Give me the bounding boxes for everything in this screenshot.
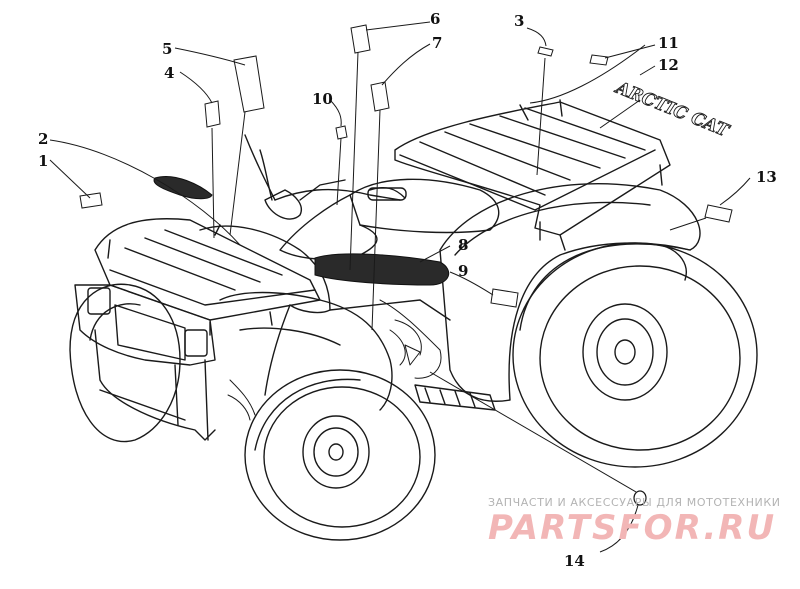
callout-5: 5 xyxy=(162,40,172,58)
callout-8: 8 xyxy=(458,236,468,254)
front-wheel xyxy=(244,369,436,541)
callout-2: 2 xyxy=(38,130,48,148)
callout-11: 11 xyxy=(658,34,679,52)
decal-1 xyxy=(79,192,103,209)
decal-2 xyxy=(153,176,213,200)
callout-6: 6 xyxy=(430,10,440,28)
callout-7: 7 xyxy=(432,34,442,52)
decal-5 xyxy=(233,55,265,113)
decal-14 xyxy=(633,490,647,506)
engine-area xyxy=(227,299,442,421)
decal-13 xyxy=(704,204,733,223)
front-bumper xyxy=(74,284,216,441)
rear-fender xyxy=(439,183,701,402)
decal-10 xyxy=(335,125,348,140)
rear-rack xyxy=(394,99,671,251)
decal-3 xyxy=(537,46,554,57)
callout-1: 1 xyxy=(38,152,48,170)
atv-illustration xyxy=(69,99,758,541)
callout-13: 13 xyxy=(756,168,777,186)
decal-11 xyxy=(589,54,609,66)
callout-9: 9 xyxy=(458,262,468,280)
watermark-subtitle: ЗАПЧАСТИ И АКСЕССУАРЫ ДЛЯ МОТОТЕХНИКИ xyxy=(488,496,781,509)
leader-lines xyxy=(49,21,751,553)
handlebar xyxy=(244,134,407,220)
front-rack xyxy=(94,218,321,336)
decal-6 xyxy=(350,24,371,54)
callout-4: 4 xyxy=(164,64,174,82)
decal-8 xyxy=(314,253,450,286)
watermark-logo: PARTSFOR.RU xyxy=(488,508,777,548)
callout-10: 10 xyxy=(312,90,333,108)
decals: ARCTIC CAT xyxy=(79,24,733,506)
tank-decal-text: ARCTIC CAT xyxy=(611,77,732,142)
decal-7 xyxy=(370,81,390,112)
front-body xyxy=(199,225,451,411)
rear-wheel xyxy=(512,242,758,468)
footrest xyxy=(414,384,496,411)
callout-14: 14 xyxy=(564,552,585,570)
decal-4 xyxy=(204,100,221,128)
callout-12: 12 xyxy=(658,56,679,74)
callout-3: 3 xyxy=(514,12,524,30)
decal-9 xyxy=(490,288,519,308)
callout-numbers: 1 2 3 4 5 6 7 8 9 10 11 12 13 14 xyxy=(38,10,777,570)
